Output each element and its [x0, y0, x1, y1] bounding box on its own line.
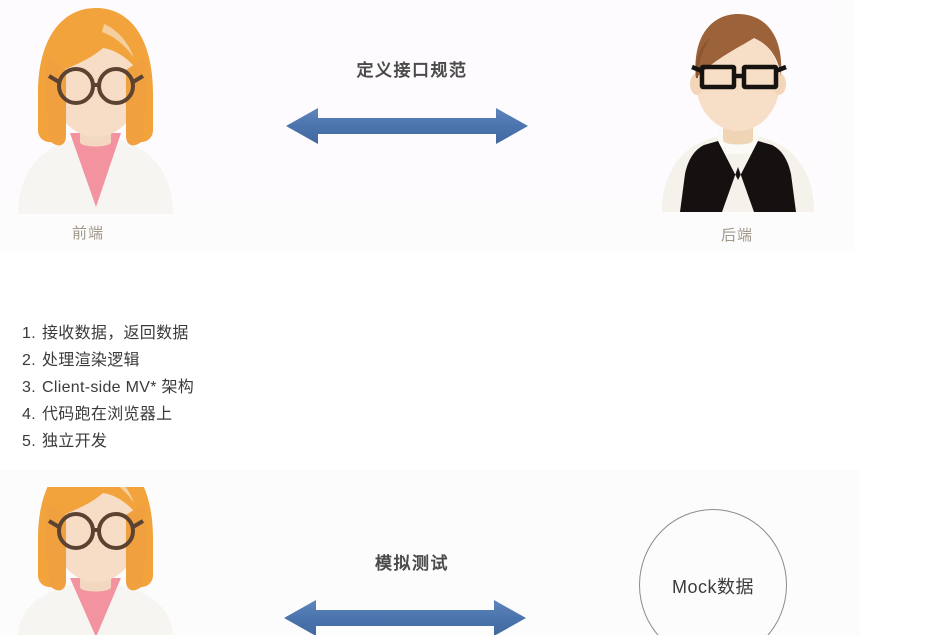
arrow-label-mock-test: 模拟测试 [375, 554, 449, 573]
list-item-text: 接收数据，返回数据 [42, 325, 189, 342]
list-item-index: 2. [22, 352, 36, 369]
list-item-text: 独立开发 [42, 433, 108, 450]
mock-data-label: Mock数据 [671, 577, 754, 597]
list-item: 1. 接收数据，返回数据 [22, 320, 194, 347]
avatar-caption-backend-top: 后端 [720, 227, 753, 244]
arrow-label-define-interface: 定义接口规范 [356, 61, 468, 80]
list-item-text: 代码跑在浏览器上 [42, 406, 173, 423]
list-item-text: 处理渲染逻辑 [42, 352, 140, 369]
list-item-index: 3. [22, 379, 36, 396]
list-item: 2. 处理渲染逻辑 [22, 347, 194, 374]
list-item: 3. Client-side MV* 架构 [22, 374, 194, 401]
list-item: 4. 代码跑在浏览器上 [22, 401, 194, 428]
avatar-backend-top [650, 4, 825, 212]
avatar-frontend-bottom [8, 487, 183, 635]
double-arrow-icon-bottom [284, 598, 526, 635]
list-item: 5. 独立开发 [22, 428, 194, 455]
double-arrow-icon-top [286, 106, 528, 146]
list-item-index: 4. [22, 406, 36, 423]
avatar-caption-frontend-top: 前端 [71, 225, 104, 242]
avatar-frontend-top [8, 2, 183, 214]
feature-list: 1. 接收数据，返回数据 2. 处理渲染逻辑 3. Client-side MV* 架… [22, 320, 194, 455]
list-item-text: Client-side MV* 架构 [42, 379, 195, 396]
list-item-index: 5. [22, 433, 36, 450]
list-item-index: 1. [22, 325, 36, 342]
